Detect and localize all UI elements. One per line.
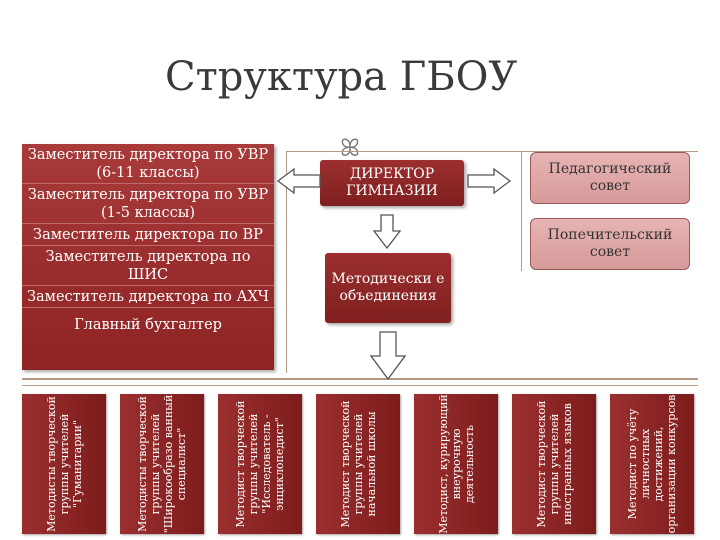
column-label: Методисты творческой группы учителей "Гу… bbox=[44, 396, 84, 532]
trustees-council-box: Попечительский совет bbox=[530, 218, 690, 270]
director-label: ДИРЕКТОР ГИМНАЗИИ bbox=[346, 166, 438, 199]
deputy-item: Заместитель директора по УВР (1-5 классы… bbox=[22, 184, 274, 224]
column-box: Методист творческой группы учителей нача… bbox=[316, 394, 400, 534]
deputy-item: Главный бухгалтер bbox=[74, 317, 222, 333]
arrow-left-icon bbox=[276, 167, 321, 195]
column-box: Методисты творческой группы учителей "Ши… bbox=[120, 394, 204, 534]
column-box: Методист творческой группы учителей "Исс… bbox=[218, 394, 302, 534]
arrow-down-icon bbox=[372, 214, 402, 250]
ornament-icon: ꕤ bbox=[340, 134, 360, 162]
deputies-block: Заместитель директора по УВР (6-11 класс… bbox=[22, 144, 274, 370]
column-box: Методист творческой группы учителей инос… bbox=[512, 394, 596, 534]
methodical-label: Методически е объединения bbox=[331, 271, 445, 304]
pedagogical-council-label: Педагогический совет bbox=[548, 161, 672, 194]
page-title: Структура ГБОУ bbox=[165, 54, 518, 100]
deputy-item: Заместитель директора по ШИС bbox=[22, 246, 274, 286]
director-box: ДИРЕКТОР ГИМНАЗИИ bbox=[320, 160, 464, 206]
column-box: Методисты творческой группы учителей "Гу… bbox=[22, 394, 106, 534]
arrow-down-large-icon bbox=[369, 331, 407, 381]
column-label: Методист по учёту личностных достижений,… bbox=[626, 394, 678, 534]
deputy-item: Заместитель директора по АХЧ bbox=[22, 286, 274, 308]
frame-line-bottom-2 bbox=[22, 385, 698, 386]
column-box: Методист по учёту личностных достижений,… bbox=[610, 394, 694, 534]
column-label: Методист творческой группы учителей нача… bbox=[338, 400, 378, 528]
frame-line-left bbox=[286, 151, 287, 373]
column-label: Методист творческой группы учителей инос… bbox=[534, 400, 574, 528]
methodical-box: Методически е объединения bbox=[325, 253, 451, 323]
column-label: Методист, курирующий внеурочную деятельн… bbox=[436, 394, 476, 534]
deputy-item: Заместитель директора по ВР bbox=[22, 224, 274, 246]
frame-line-top bbox=[286, 151, 698, 152]
pedagogical-council-box: Педагогический совет bbox=[530, 152, 690, 204]
deputy-item: Заместитель директора по УВР (6-11 класс… bbox=[22, 144, 274, 184]
column-label: Методисты творческой группы учителей "Ши… bbox=[136, 394, 188, 534]
column-label: Методист творческой группы учителей "Исс… bbox=[234, 400, 286, 528]
arrow-right-icon bbox=[467, 167, 512, 195]
frame-line-right bbox=[521, 151, 522, 271]
trustees-council-label: Попечительский совет bbox=[547, 227, 673, 260]
frame-line-bottom bbox=[22, 378, 698, 380]
column-box: Методист, курирующий внеурочную деятельн… bbox=[414, 394, 498, 534]
